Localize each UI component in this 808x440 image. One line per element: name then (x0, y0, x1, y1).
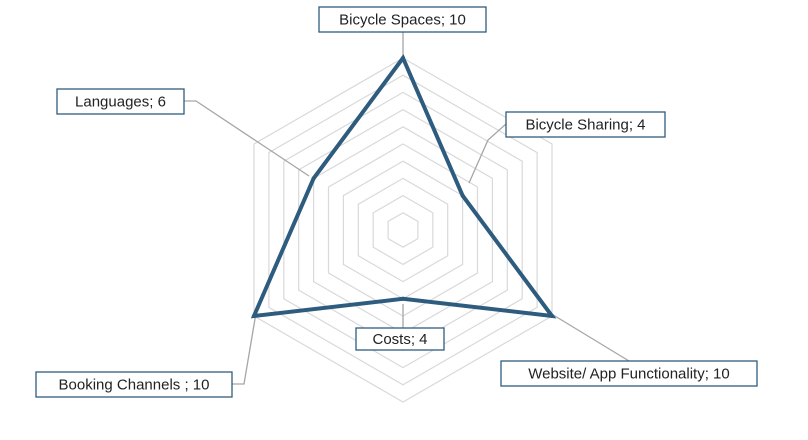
series-point (311, 176, 316, 181)
data-label-box (500, 360, 758, 387)
grid-ring (283, 91, 523, 369)
leader-line (549, 312, 630, 362)
data-label-box (56, 88, 185, 115)
data-label-text: Bicycle Sharing; 4 (525, 117, 645, 134)
leader-line (184, 100, 310, 177)
grid-ring (357, 177, 449, 283)
series-point (401, 56, 405, 60)
grid-ring (387, 212, 419, 248)
leader-lines (184, 32, 630, 385)
leader-line (232, 312, 257, 385)
data-label-text: Bicycle Spaces; 10 (339, 12, 466, 29)
data-label-languages: Languages; 6 (56, 88, 185, 115)
series-layer (250, 54, 557, 319)
grid-ring (327, 143, 479, 317)
data-label-bicycle-spaces: Bicycle Spaces; 10 (318, 6, 487, 33)
series-point (252, 314, 256, 318)
grid-ring (342, 160, 464, 300)
data-label-text: Booking Channels ; 10 (59, 377, 210, 394)
data-label-text: Languages; 6 (75, 94, 166, 111)
series-point (460, 193, 465, 198)
grid-ring (313, 126, 493, 334)
grid-ring (372, 194, 434, 266)
data-label-box (505, 111, 666, 138)
data-label-bicycle-sharing: Bicycle Sharing; 4 (505, 111, 666, 138)
series-point (550, 314, 554, 318)
data-label-box (318, 6, 487, 33)
leader-line (468, 123, 507, 184)
data-label-booking-channels: Booking Channels ; 10 (35, 371, 233, 398)
grid-ring (268, 74, 538, 386)
data-label-box (355, 327, 445, 351)
data-label-costs: Costs; 4 (355, 327, 445, 351)
grid-ring (253, 57, 553, 403)
data-label-text: Website/ App Functionality; 10 (528, 366, 730, 383)
data-label-text: Costs; 4 (372, 331, 427, 348)
series-point (401, 296, 405, 301)
data-label-box (35, 371, 233, 398)
data-label-website-app-functionality: Website/ App Functionality; 10 (500, 360, 758, 387)
data-labels: Bicycle Spaces; 10 Bicycle Sharing; 4 We… (35, 6, 758, 398)
